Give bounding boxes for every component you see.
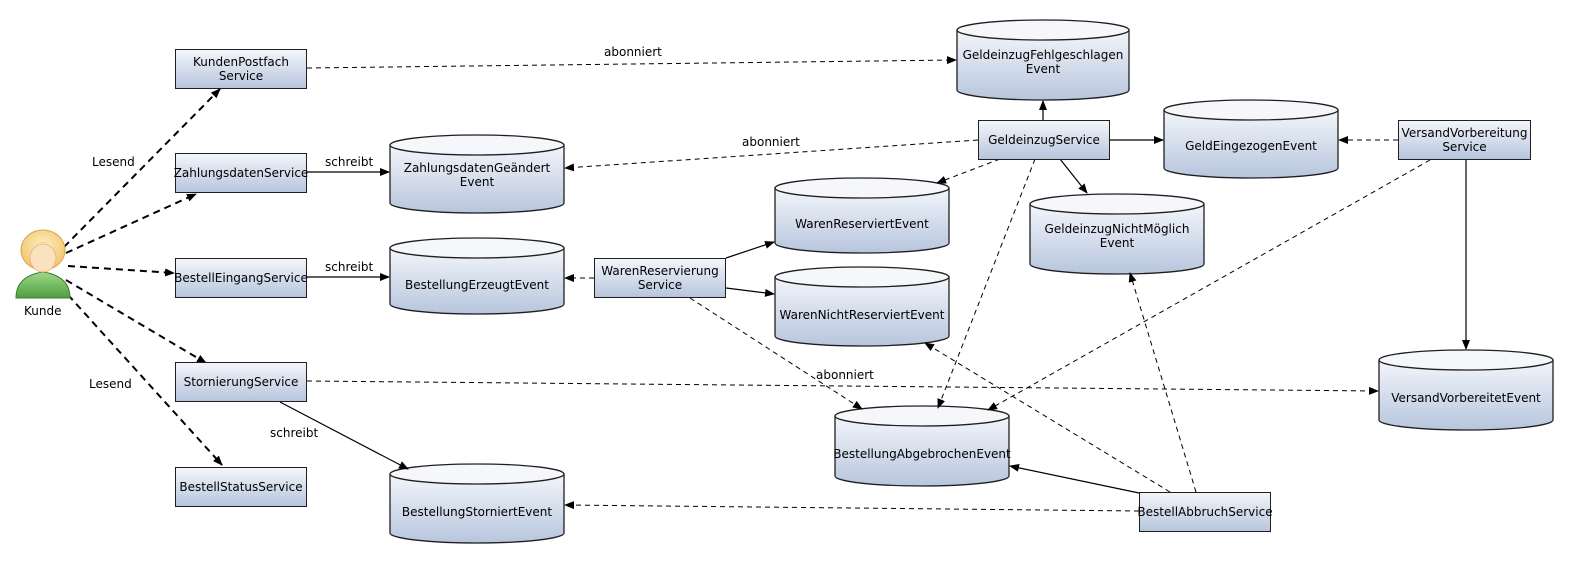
kunde-label: Kunde [24,304,62,318]
geld-eingezogen-event: GeldEingezogenEvent [1185,139,1317,153]
abonniert-label-postfach: abonniert [604,45,662,59]
bestellung-erzeugt-event: BestellungErzeugtEvent [405,278,549,292]
edge-kunde-status [59,285,223,466]
schreibt-label-storno: schreibt [270,426,319,440]
edge-kunde-postfach [63,88,221,248]
bestell-status-service[interactable]: BestellStatusService [175,467,307,507]
edge-kunde-zahlung [65,193,197,254]
edge-waren-nichtreserviert [725,287,775,297]
edge-geldeinzug-abgebrochen [937,158,1036,409]
cylinder-waren-nicht-reserviert [774,266,950,347]
cylinder-waren-reserviert [774,177,950,254]
edge-abbruch-abgebrochen [1009,463,1140,494]
versand-vorbereitet-event: VersandVorbereitetEvent [1391,391,1541,405]
abonniert-label-abbruch: abonniert [816,368,874,382]
cylinder-versand-vorbereitet [1378,349,1554,431]
edge-kunde-storno [65,279,207,364]
waren-nicht-reserviert-event: WarenNichtReserviertEvent [779,308,945,322]
edge-waren-reserviert [725,241,775,259]
cylinder-bestellung-storniert [389,463,565,544]
edge-geldeinzug-reserviert [936,158,1001,184]
kunde-actor-icon [15,229,71,299]
edge-storno-schreibt [279,401,409,470]
edge-abbruch-nichtmoeglich [1128,272,1197,493]
bestellung-abgebrochen-event: BestellungAbgebrochenEvent [833,447,1011,461]
edges [59,56,1470,512]
edge-geldeinzug-nichtmoeglich [1059,158,1088,194]
zahlungsdaten-geaendert-event: ZahlungsdatenGeändert Event [403,161,551,189]
cylinder-geldeinzug-fehlgeschlagen [956,19,1130,101]
zahlungsdaten-service[interactable]: ZahlungsdatenService [174,153,308,193]
bestell-abbruch-service[interactable]: BestellAbbruchService [1137,492,1273,532]
bestellung-storniert-event: BestellungStorniertEvent [401,505,553,519]
stornierung-service[interactable]: StornierungService [175,362,307,402]
waren-reserviert-event: WarenReserviertEvent [795,217,929,231]
waren-reservierung-service[interactable]: WarenReservierung Service [594,258,726,298]
edge-geldeinzug-zahlungsdaten [564,139,979,172]
versand-vorbereitung-service[interactable]: VersandVorbereitung Service [1398,120,1531,160]
edge-storno-versand [306,380,1379,395]
geldeinzug-service[interactable]: GeldeinzugService [978,120,1110,160]
cylinder-zahlungsdaten-geaendert [389,134,565,214]
schreibt-label-bestellung: schreibt [325,260,374,274]
edge-abbruch-storniert [564,501,1140,512]
bestell-eingang-service[interactable]: BestellEingangService [174,258,308,298]
cylinder-geldeinzug-nicht-moeglich [1029,193,1205,275]
lesend-label-bottom: Lesend [89,377,132,391]
cylinder-bestellung-abgebrochen [834,405,1010,487]
geldeinzug-fehlgeschlagen-event: GeldeinzugFehlgeschlagen Event [962,48,1124,76]
geldeinzug-nicht-moeglich-event: GeldeinzugNichtMöglich Event [1044,222,1190,250]
abonniert-label-geldeinzug: abonniert [742,135,800,149]
edge-postfach-abonniert [306,56,957,69]
edge-kunde-eingang [67,265,175,277]
cylinder-geld-eingezogen [1163,99,1339,179]
edge-waren-abgebrochen [689,297,863,410]
edge-abbruch-nichtreserviert [924,342,1171,493]
schreibt-label-zahlung: schreibt [325,155,374,169]
edge-versand-abgebrochen [987,159,1431,411]
cylinder-bestellung-erzeugt [389,237,565,315]
kunden-postfach-service[interactable]: KundenPostfach Service [175,49,307,89]
lesend-label-top: Lesend [92,155,135,169]
